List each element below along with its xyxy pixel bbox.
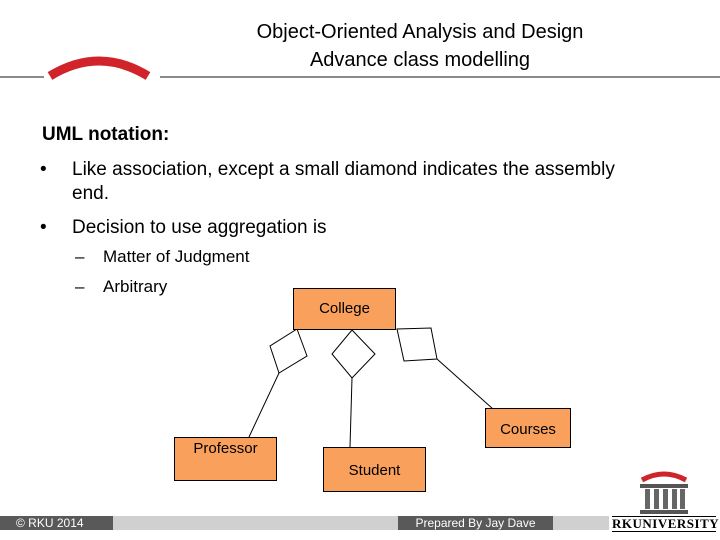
university-logo: RKUNIVERSITY	[612, 470, 720, 534]
logo-text: RKUNIVERSITY	[612, 516, 720, 532]
courses-label: Courses	[500, 421, 556, 438]
author-text: Prepared By Jay Dave	[415, 516, 536, 530]
bullet-2-text: Decision to use aggregation is	[72, 217, 327, 238]
heading: UML notation:	[42, 124, 170, 145]
header-rule-right	[160, 76, 720, 78]
class-box-courses: Courses	[485, 408, 571, 448]
connector-student	[349, 377, 353, 448]
bullet-1-line-2: end.	[72, 183, 109, 204]
dash-icon: –	[75, 247, 85, 266]
aggregation-diamond-left	[269, 328, 308, 374]
bullet-dot-icon: •	[40, 159, 47, 180]
professor-label: Professor	[193, 440, 258, 457]
college-label: College	[319, 300, 370, 317]
title-line-1: Object-Oriented Analysis and Design	[256, 21, 584, 43]
footer-author: Prepared By Jay Dave	[398, 516, 553, 530]
aggregation-diamond-right	[396, 327, 438, 362]
title-line-2: Advance class modelling	[309, 49, 531, 71]
connector-courses	[436, 358, 494, 410]
pillars-icon	[640, 471, 688, 514]
bullet-1: • Like association, except a small diamo…	[40, 158, 615, 206]
copyright-text: © RKU 2014	[16, 516, 84, 530]
header-arc-icon	[47, 56, 151, 80]
sub-item-1: – Matter of Judgment	[75, 246, 250, 268]
slide-title: Object-Oriented Analysis and Design Adva…	[200, 18, 640, 74]
class-box-professor: Professor	[174, 437, 277, 481]
bullet-2: • Decision to use aggregation is	[40, 216, 327, 240]
connector-professor	[248, 372, 280, 438]
student-label: Student	[348, 462, 401, 479]
sub-item-1-text: Matter of Judgment	[103, 247, 250, 266]
footer-copyright: © RKU 2014	[0, 516, 113, 530]
dash-icon: –	[75, 277, 85, 296]
bullet-dot-icon: •	[40, 217, 47, 238]
aggregation-diamond-middle	[331, 329, 376, 379]
class-box-college: College	[293, 288, 396, 330]
bullet-1-line-1: Like association, except a small diamond…	[72, 159, 615, 180]
class-box-student: Student	[323, 447, 426, 492]
sub-item-2-text: Arbitrary	[103, 277, 168, 296]
sub-item-2: – Arbitrary	[75, 276, 168, 298]
header-rule-left	[0, 76, 44, 78]
